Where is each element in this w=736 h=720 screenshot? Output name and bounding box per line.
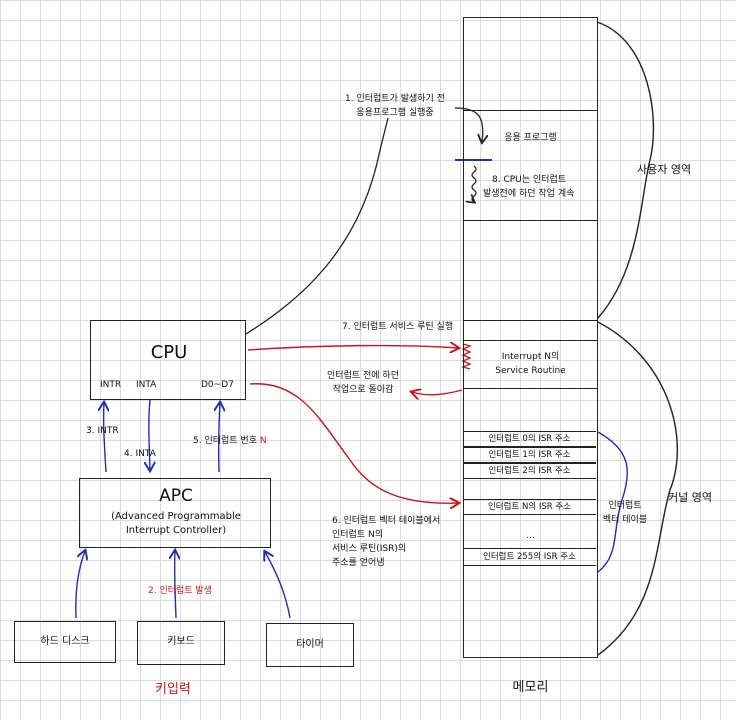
keyboard-box: 키보드 xyxy=(137,621,225,665)
memory-divider-app-bottom xyxy=(463,220,598,221)
step5-number: N xyxy=(259,436,267,446)
step7-label: 7. 인터럽트 서비스 루틴 실행 xyxy=(342,322,454,332)
memory-divider-kernel xyxy=(463,320,598,321)
user-area-label: 사용자 영역 xyxy=(637,163,692,176)
memory-divider-isr-bottom xyxy=(463,388,598,389)
vector-slot-1: 인터럽트 1의 ISR 주소 xyxy=(463,447,596,463)
step6-label-2: 인터럽트 N의 xyxy=(332,530,383,540)
kernel-area-brace xyxy=(597,321,678,656)
step5-text: 5. 인터럽트 번호 xyxy=(193,436,260,446)
step1-label-2: 응용프로그램 실행중 xyxy=(356,108,434,118)
memory-divider-app-top xyxy=(463,110,598,111)
cpu-pin-inta: INTA xyxy=(136,380,157,390)
vector-slot-2: 인터럽트 2의 ISR 주소 xyxy=(463,463,596,479)
hdd-box: 하드 디스크 xyxy=(14,621,116,663)
step6-label-3: 서비스 루틴(ISR)의 xyxy=(332,544,407,554)
cpu-pin-data: D0~D7 xyxy=(201,380,234,390)
apic-subtitle-1: (Advanced Programmable xyxy=(111,511,241,522)
vector-slot-255: 인터럽트 255의 ISR 주소 xyxy=(463,548,596,566)
step3-label: 3. INTR xyxy=(86,426,119,436)
isr-label-2: Service Routine xyxy=(495,366,566,376)
intr-arrow xyxy=(104,403,106,473)
isr-label-1: Interrupt N의 xyxy=(501,352,560,362)
step6-label-1: 6. 인터럽트 벡터 테이블에서 xyxy=(332,516,441,526)
step6-arrow xyxy=(249,383,458,503)
hdd-arrow xyxy=(75,551,85,619)
return-label-1: 인터럽트 전에 하던 xyxy=(327,371,399,381)
hdd-label: 하드 디스크 xyxy=(40,636,90,647)
key-input-label: 키입력 xyxy=(155,682,191,697)
apic-box: APC (Advanced Programmable Interrupt Con… xyxy=(79,478,271,548)
ivt-label-2: 벡터 테이블 xyxy=(602,515,648,525)
step4-label: 4. INTA xyxy=(124,449,156,459)
apic-title: APC xyxy=(159,486,193,506)
ivt-label-1: 인터럽트 xyxy=(608,501,642,511)
timer-label: 타이머 xyxy=(296,639,324,650)
timer-box: 타이머 xyxy=(266,623,354,667)
vector-slot-n: 인터럽트 N의 ISR 주소 xyxy=(463,499,596,515)
memory-column xyxy=(463,17,598,658)
memory-app-label: 응용 프로그램 xyxy=(504,133,557,143)
return-arrow xyxy=(412,390,463,395)
memory-divider-isr-top xyxy=(463,340,598,341)
timer-arrow xyxy=(265,552,291,619)
return-label-2: 작업으로 돌아감 xyxy=(332,385,394,395)
memory-label: 메모리 xyxy=(512,680,549,695)
step8-label-2: 발생전에 하던 작업 계속 xyxy=(483,189,575,199)
apic-subtitle-2: Interrupt Controller) xyxy=(125,525,227,536)
cpu-title: CPU xyxy=(150,342,188,363)
cpu-pin-intr: INTR xyxy=(100,380,122,390)
vector-slot-ellipsis: ... xyxy=(526,531,535,541)
step8-label-1: 8. CPU는 인터럽트 xyxy=(492,175,567,185)
step5-label: 5. 인터럽트 번호 N xyxy=(193,435,267,447)
cpu-to-step1-line xyxy=(245,117,389,335)
step7-arrow xyxy=(247,346,458,350)
keyboard-label: 키보드 xyxy=(167,636,195,647)
step2-label: 2. 인터럽트 발생 xyxy=(148,586,212,596)
step1-label-1: 1. 인터럽트가 발생하기 전 xyxy=(345,94,445,104)
step6-label-4: 주소를 얻어냄 xyxy=(332,558,385,568)
cpu-box: CPU INTR INTA D0~D7 xyxy=(90,320,246,400)
kernel-area-label: 커널 영역 xyxy=(668,491,712,504)
vector-slot-0: 인터럽트 0의 ISR 주소 xyxy=(463,431,596,447)
